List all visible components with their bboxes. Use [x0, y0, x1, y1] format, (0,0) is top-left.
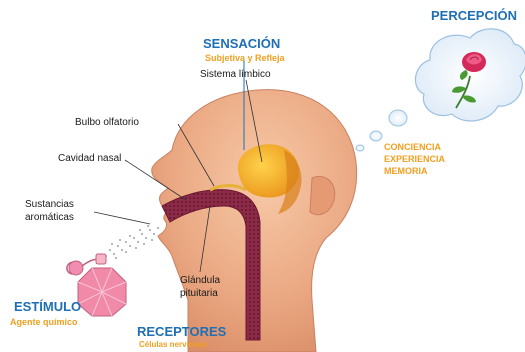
cloud-line-memoria: MEMORIA	[384, 166, 428, 176]
label-glandula: Glándula	[180, 275, 220, 286]
percepcion-title: PERCEPCIÓN	[431, 8, 517, 23]
label-aromaticas: aromáticas	[25, 212, 74, 223]
pointer-sustancias	[94, 212, 150, 224]
thought-cloud	[415, 29, 525, 121]
cloud-line-conciencia: CONCIENCIA	[384, 142, 441, 152]
thought-bubble-medium	[370, 131, 382, 141]
label-pituitaria: pituitaria	[180, 288, 218, 299]
thought-bubble-large	[389, 110, 407, 126]
receptores-subtitle: Células nerviosas	[139, 340, 207, 349]
label-cavidad-nasal: Cavidad nasal	[58, 153, 121, 164]
label-sustancias: Sustancias	[25, 199, 74, 210]
receptores-title: RECEPTORES	[137, 324, 226, 339]
sensacion-subtitle: Subjetiva y Refleja	[205, 53, 285, 63]
aroma-spray	[105, 225, 159, 259]
cloud-line-experiencia: EXPERIENCIA	[384, 154, 445, 164]
label-bulbo-olfatorio: Bulbo olfatorio	[75, 117, 139, 128]
sensacion-title: SENSACIÓN	[203, 36, 280, 51]
thought-bubble-small	[356, 145, 364, 151]
estimulo-subtitle: Agente químico	[10, 317, 78, 327]
label-sistema-limbico: Sistema límbico	[200, 69, 271, 80]
estimulo-title: ESTÍMULO	[14, 299, 81, 314]
